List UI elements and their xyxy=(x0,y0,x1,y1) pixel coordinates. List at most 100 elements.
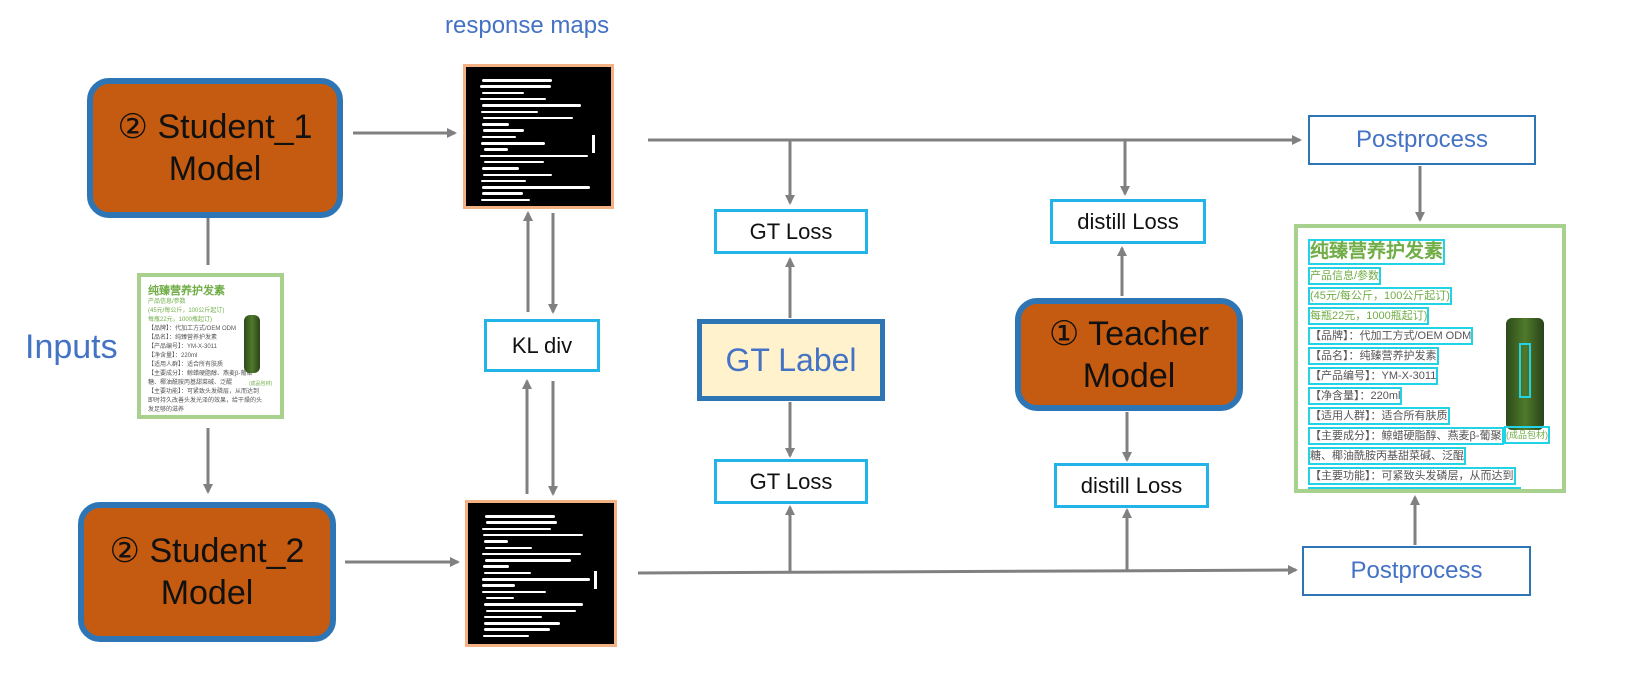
text-response-stroke xyxy=(483,160,544,164)
doc-line: 即时持久改善头发光泽的效果，给干燥的头 xyxy=(148,398,263,404)
text-response-stroke xyxy=(482,104,582,107)
doc-line: (45元/每公斤，100公斤起订) xyxy=(1308,287,1452,305)
text-response-stroke xyxy=(482,527,551,531)
gt-label-box: GT Label xyxy=(697,319,885,401)
out-bottle-image xyxy=(1506,318,1544,430)
doc-line: 【主要功能】：可紧致头发磷层，从而达到 xyxy=(148,389,260,395)
inputs-label: Inputs xyxy=(25,328,118,366)
bottle-response-stroke xyxy=(594,571,597,589)
doc-line: 【主要成分】：鲸蜡硬脂醇、燕麦β-葡聚 xyxy=(1308,427,1504,445)
out-doc-title: 纯臻营养护发素 xyxy=(1308,239,1446,265)
doc-line: 每瓶22元，1000瓶起订) xyxy=(148,317,213,323)
text-response-stroke xyxy=(482,129,524,132)
doc-line: (45元/每公斤，100公斤起订) xyxy=(148,308,225,314)
text-response-stroke xyxy=(485,546,533,549)
student-1-subtitle: Model xyxy=(168,150,262,188)
out-bottle-caption: (成品包材) xyxy=(1504,426,1550,444)
text-response-stroke xyxy=(480,198,531,202)
text-response-stroke xyxy=(481,186,591,189)
student-2-title: ② Student_2 xyxy=(109,532,305,570)
doc-line: 【品名】：纯臻营养护发素 xyxy=(1308,347,1439,365)
student-2-model: ② Student_2 Model xyxy=(78,502,336,642)
doc-line: 糖、椰油酰胺丙基甜菜碱、泛醌 xyxy=(1308,447,1466,465)
text-response-stroke xyxy=(483,603,584,606)
doc-title: 纯臻营养护发素 xyxy=(148,285,225,297)
text-response-stroke xyxy=(482,590,547,594)
text-response-stroke xyxy=(481,167,519,170)
gt-loss-top: GT Loss xyxy=(714,209,868,254)
doc-line: 【适用人群】：适合所有肤质 xyxy=(148,362,224,368)
text-response-stroke xyxy=(482,135,517,139)
text-response-stroke xyxy=(480,179,526,183)
text-response-stroke xyxy=(482,584,516,587)
doc-line: 【产品编号】：YM-X-3011 xyxy=(1308,367,1439,385)
gt-loss-bottom: GT Loss xyxy=(714,459,868,504)
text-response-stroke xyxy=(483,148,509,151)
out-doc-lines: 产品信息/参数 (45元/每公斤，100公斤起订) 每瓶22元，1000瓶起订) 【品… xyxy=(1308,266,1562,489)
student-1-title: ② Student_1 xyxy=(117,108,313,146)
doc-line: 【适用人群】：适合所有肤质 xyxy=(1308,407,1450,425)
text-response-stroke xyxy=(485,596,514,600)
teacher-subtitle: Model xyxy=(1082,356,1176,395)
student-1-model: ② Student_1 Model xyxy=(87,78,343,218)
text-response-stroke xyxy=(481,110,539,113)
teacher-model: ① Teacher Model xyxy=(1015,298,1243,411)
text-response-stroke xyxy=(480,97,546,101)
output-image: 纯臻营养护发素 产品信息/参数 (45元/每公斤，100公斤起订) 每瓶22元，10… xyxy=(1294,224,1566,493)
text-response-stroke xyxy=(481,79,552,82)
postprocess-top: Postprocess xyxy=(1308,115,1536,165)
text-response-stroke xyxy=(483,628,550,631)
response-map-2 xyxy=(465,500,617,647)
text-response-stroke xyxy=(480,85,551,88)
bottle-image xyxy=(244,315,260,373)
doc-line: 即时持久改善头发光泽的效果，给干燥的头 xyxy=(1308,487,1521,489)
doc-line: 每瓶22元，1000瓶起订) xyxy=(1308,307,1430,325)
text-response-stroke xyxy=(484,515,555,518)
text-response-stroke xyxy=(485,609,577,612)
text-response-stroke xyxy=(482,552,582,556)
text-response-stroke xyxy=(484,622,560,625)
doc-line: 【主要成分】：鲸蜡硬脂醇、燕麦β-葡聚 xyxy=(148,371,253,377)
doc-line: 糖、椰油酰胺丙基甜菜碱、泛醌 xyxy=(148,380,233,386)
text-response-stroke xyxy=(483,533,583,537)
bottle-response-stroke xyxy=(592,135,595,153)
teacher-title: ① Teacher xyxy=(1048,314,1210,353)
text-response-stroke xyxy=(482,578,591,581)
text-response-stroke xyxy=(484,559,572,562)
text-response-stroke xyxy=(482,634,529,638)
doc-line: 【品名】：纯臻营养护发素 xyxy=(148,335,218,341)
kl-div-box: KL div xyxy=(484,319,600,372)
doc-lines: 产品信息/参数 (45元/每公斤，100公斤起订) 每瓶22元，1000瓶起订) 【品… xyxy=(148,298,280,415)
text-response-stroke xyxy=(481,123,509,126)
doc-line: 【产品编号】：YM-X-3011 xyxy=(148,344,217,350)
bottle-label-box xyxy=(1519,343,1531,398)
text-response-stroke xyxy=(480,154,588,158)
student-2-subtitle: Model xyxy=(160,574,254,612)
input-image: 纯臻营养护发素 产品信息/参数 (45元/每公斤，100公斤起订) 每瓶22元，10… xyxy=(137,273,284,419)
doc-line: 【净含量】：220ml xyxy=(148,353,198,359)
text-response-stroke xyxy=(484,615,542,619)
doc-line: 产品信息/参数 xyxy=(148,299,186,305)
distill-loss-bottom: distill Loss xyxy=(1054,463,1209,508)
doc-line: 【主要功能】：可紧致头发磷层，从而达到 xyxy=(1308,467,1516,485)
text-response-stroke xyxy=(482,192,524,195)
distill-loss-top: distill Loss xyxy=(1050,199,1206,244)
arrow-map2-to-postprocess xyxy=(637,565,1298,576)
text-response-stroke xyxy=(483,540,509,543)
doc-line: 发足够的滋养 xyxy=(148,407,185,413)
text-response-stroke xyxy=(482,173,553,176)
text-response-stroke xyxy=(484,571,532,575)
text-response-stroke xyxy=(480,142,545,145)
doc-line: 【品牌】：代加工方式/OEM ODM xyxy=(148,326,236,332)
text-response-stroke xyxy=(482,116,573,120)
text-response-stroke xyxy=(481,91,524,95)
doc-line: 产品信息/参数 xyxy=(1308,267,1382,285)
response-map-1 xyxy=(463,64,614,209)
text-response-stroke xyxy=(485,521,558,524)
text-response-stroke xyxy=(483,565,509,568)
doc-line: 【品牌】：代加工方式/OEM ODM xyxy=(1308,327,1474,345)
doc-line: 【净含量】：220ml xyxy=(1308,387,1403,405)
bottle-caption: (成品包材) xyxy=(249,381,273,387)
